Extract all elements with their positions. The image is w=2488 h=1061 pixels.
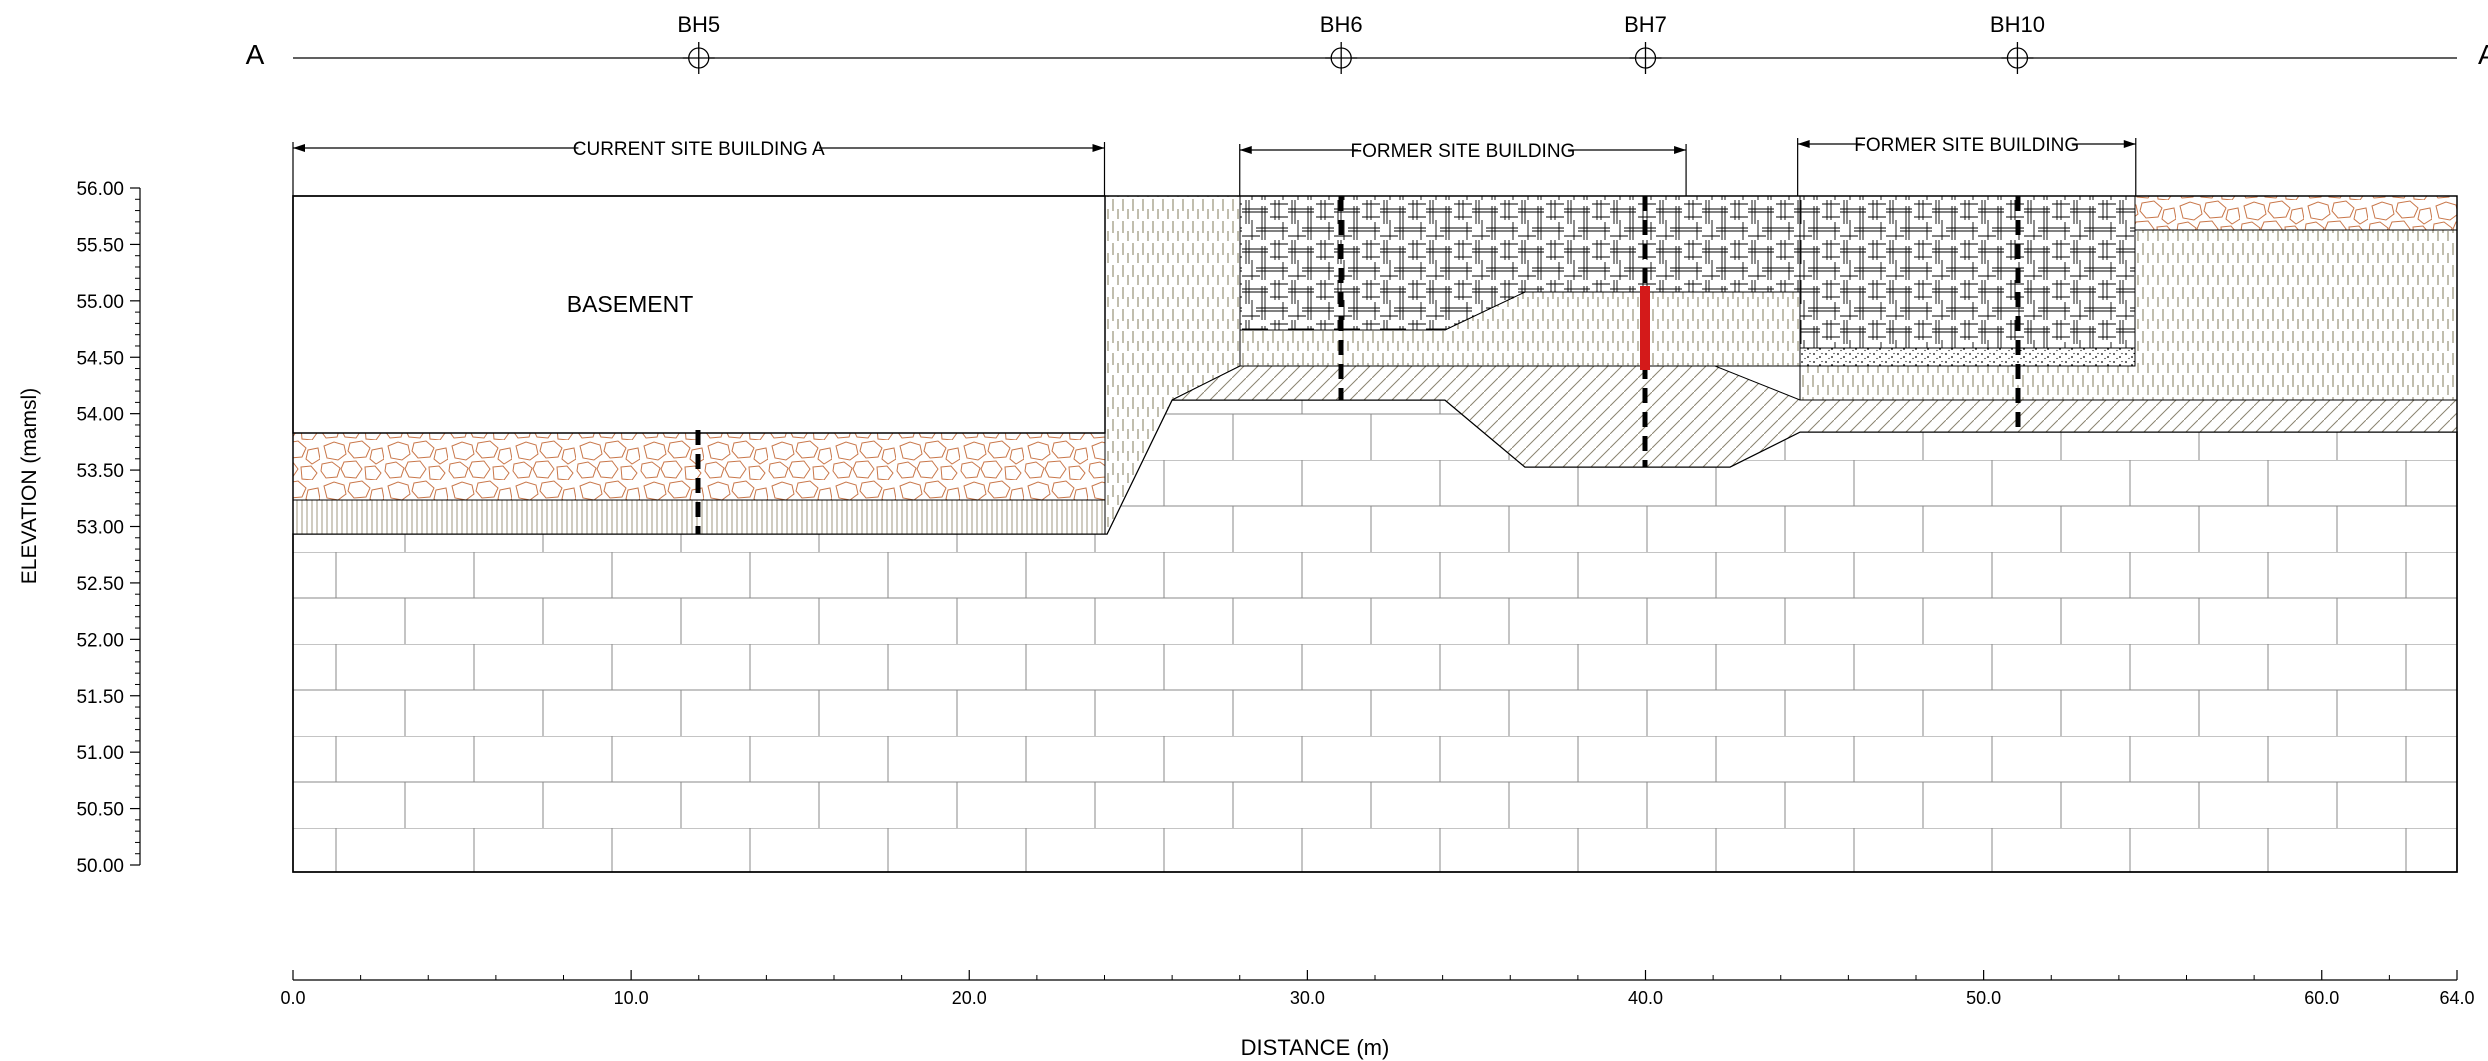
building-dimensions: CURRENT SITE BUILDING A FORMER SITE BUILD… bbox=[292, 132, 2137, 196]
section-end-label: A' bbox=[2478, 39, 2488, 70]
rubble-layer-former-2 bbox=[1799, 195, 2136, 349]
x-tick-label: 40.0 bbox=[1628, 988, 1663, 1008]
basement-outline bbox=[292, 195, 1106, 434]
x-tick-label: 60.0 bbox=[2304, 988, 2339, 1008]
x-tick-label: 50.0 bbox=[1966, 988, 2001, 1008]
x-axis-label: DISTANCE (m) bbox=[1241, 1035, 1390, 1060]
borehole-marker-bh6: BH6 bbox=[1320, 12, 1363, 74]
y-tick-label: 56.00 bbox=[76, 179, 124, 200]
y-tick-label: 50.00 bbox=[76, 856, 124, 877]
x-tick-label: 20.0 bbox=[952, 988, 987, 1008]
section-start-label: A bbox=[246, 39, 265, 70]
y-tick-label: 51.00 bbox=[76, 743, 124, 764]
borehole-label: BH5 bbox=[677, 12, 720, 37]
borehole-label: BH10 bbox=[1990, 12, 2045, 37]
y-tick-label: 50.50 bbox=[76, 800, 124, 821]
building-dimension: FORMER SITE BUILDING bbox=[1239, 138, 1687, 196]
section-frame bbox=[292, 195, 2458, 873]
gravel-layer-surface bbox=[2134, 195, 2458, 231]
borehole-marker-bh10: BH10 bbox=[1990, 12, 2045, 74]
borehole-label: BH7 bbox=[1624, 12, 1667, 37]
borehole-marker-bh7: BH7 bbox=[1624, 12, 1667, 74]
x-tick-label: 0.0 bbox=[280, 988, 305, 1008]
y-axis: 56.00 55.50 55.00 54.50 54.00 53.50 53.00 52.50… bbox=[18, 179, 141, 877]
sand-layer bbox=[1799, 347, 2136, 367]
y-tick-label: 53.00 bbox=[76, 518, 124, 539]
x-tick-label: 10.0 bbox=[614, 988, 649, 1008]
y-tick-label: 52.50 bbox=[76, 574, 124, 595]
building-dimension: FORMER SITE BUILDING bbox=[1797, 132, 2137, 196]
borehole-logs bbox=[695, 196, 2021, 534]
y-tick-label: 52.00 bbox=[76, 630, 124, 651]
building-label: FORMER SITE BUILDING bbox=[1350, 141, 1575, 162]
y-tick-label: 51.50 bbox=[76, 687, 124, 708]
contamination-marker bbox=[1640, 286, 1650, 370]
section-line: A A' BH5 BH6 BH7 BH10 bbox=[246, 12, 2488, 74]
building-dimension: CURRENT SITE BUILDING A bbox=[292, 136, 1106, 196]
borehole-label: BH6 bbox=[1320, 12, 1363, 37]
y-tick-label: 54.50 bbox=[76, 348, 124, 369]
y-tick-label: 55.50 bbox=[76, 235, 124, 256]
y-tick-label: 53.50 bbox=[76, 461, 124, 482]
building-label: FORMER SITE BUILDING bbox=[1854, 135, 2079, 156]
y-tick-label: 54.00 bbox=[76, 405, 124, 426]
clay-layer bbox=[1171, 365, 2458, 468]
y-axis-label: ELEVATION (mamsl) bbox=[18, 388, 41, 584]
x-axis: 0.0 10.0 20.0 30.0 40.0 50.0 60.0 64.0 DISTANCE… bbox=[280, 970, 2475, 1060]
x-tick-label: 30.0 bbox=[1290, 988, 1325, 1008]
borehole-marker-bh5: BH5 bbox=[677, 12, 720, 74]
building-label: CURRENT SITE BUILDING A bbox=[573, 139, 825, 160]
basement-label: BASEMENT bbox=[567, 291, 694, 317]
x-tick-label: 64.0 bbox=[2439, 988, 2474, 1008]
y-tick-label: 55.00 bbox=[76, 292, 124, 313]
